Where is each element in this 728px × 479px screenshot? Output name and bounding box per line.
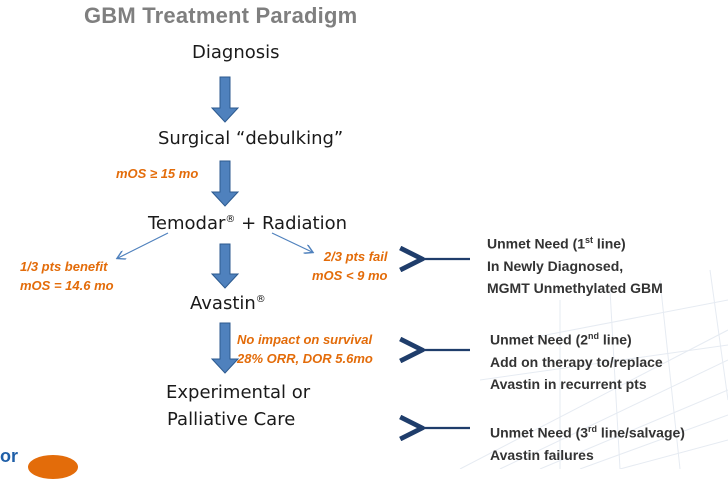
need-second-line3: Avastin in recurrent pts [490, 375, 647, 392]
annotation-avastin-line1: No impact on survival [237, 332, 373, 347]
need-first-heading: Unmet Need (1st line) [487, 235, 626, 252]
annotation-avastin: No impact on survival 28% ORR, DOR 5.6mo [237, 330, 373, 368]
unmet-need-second-line: Unmet Need (2nd line) Add on therapy to/… [490, 325, 663, 395]
registered-mark: ® [225, 214, 236, 225]
down-arrow-surgery [210, 160, 240, 207]
annotation-fail: 2/3 pts fail mOS < 9 mo [312, 247, 388, 285]
unmet-need-first-line: Unmet Need (1st line) In Newly Diagnosed… [487, 229, 663, 299]
registered-mark: ® [255, 294, 266, 305]
flow-arrows [0, 76, 470, 469]
unmet-need-third-line: Unmet Need (3rd line/salvage) Avastin fa… [490, 418, 685, 466]
step-temodar-radiation: Temodar® + Radiation [148, 213, 347, 234]
step-radiation-label: + Radiation [235, 213, 348, 234]
annotation-benefit-line2: mOS = 14.6 mo [20, 278, 114, 293]
step-diagnosis: Diagnosis [192, 42, 280, 63]
logo-text: or [0, 446, 18, 466]
step-avastin-label: Avastin [190, 293, 256, 314]
branch-arrow-fail [271, 232, 312, 252]
annotation-avastin-line2: 28% ORR, DOR 5.6mo [237, 351, 373, 366]
down-arrow-diagnosis [210, 76, 240, 123]
down-arrow-avastin [210, 322, 240, 374]
branch-arrow-benefit [118, 232, 169, 258]
annotation-fail-line2: mOS < 9 mo [312, 268, 388, 283]
need-second-line2: Add on therapy to/replace [490, 353, 663, 370]
step-experimental: Experimental or [166, 382, 311, 403]
annotation-fail-line1: 2/3 pts fail [323, 249, 388, 264]
down-arrow-temodar [210, 243, 240, 289]
annotation-benefit: 1/3 pts benefit mOS = 14.6 mo [20, 257, 114, 295]
need-second-heading: Unmet Need (2nd line) [490, 331, 632, 348]
annotation-benefit-line1: 1/3 pts benefit [20, 259, 108, 274]
page-title: GBM Treatment Paradigm [84, 3, 358, 28]
logo-swoosh [28, 455, 78, 479]
step-temodar-label: Temodar [148, 213, 226, 234]
need-first-line3: MGMT Unmethylated GBM [487, 279, 663, 296]
step-surgery: Surgical “debulking” [158, 128, 344, 149]
need-first-line2: In Newly Diagnosed, [487, 257, 624, 274]
background-grid [459, 269, 728, 469]
annotation-mos-surgery: mOS ≥ 15 mo [116, 166, 199, 181]
step-avastin: Avastin® [190, 293, 266, 314]
need-third-line2: Avastin failures [490, 446, 594, 463]
step-palliative: Palliative Care [167, 409, 296, 430]
need-third-heading: Unmet Need (3rd line/salvage) [490, 424, 685, 441]
